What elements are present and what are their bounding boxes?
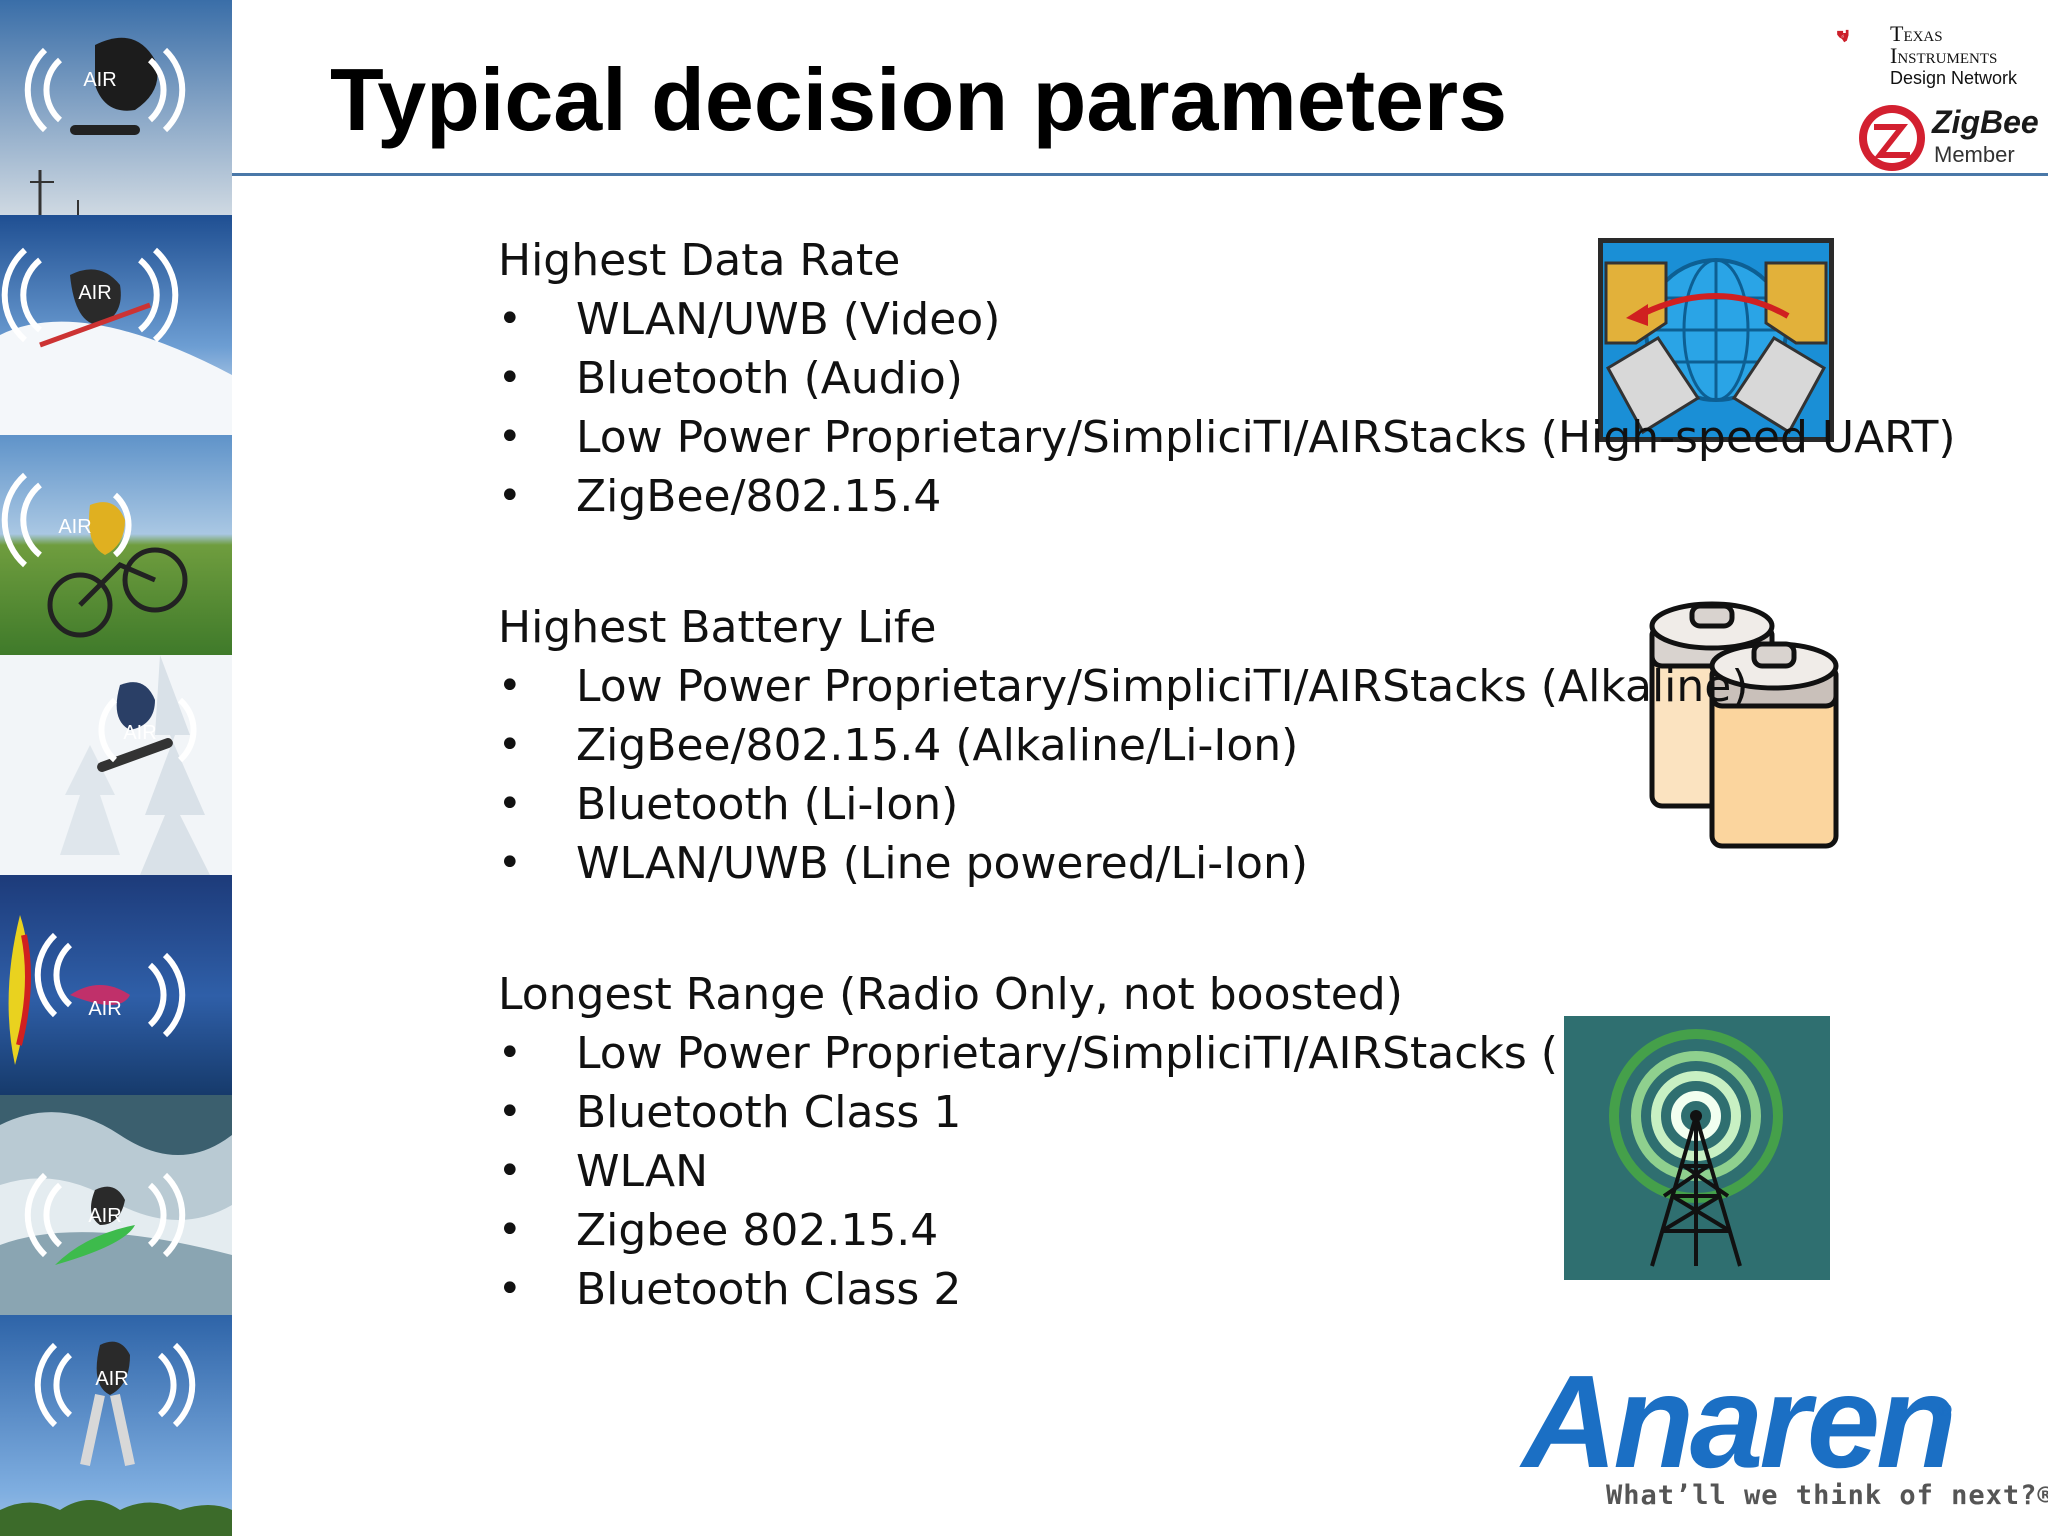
svg-text:ti: ti [1841,33,1844,38]
strip-photo-surfer: AIR [0,1095,232,1315]
bullet-icon: • [498,722,522,768]
bullet-icon: • [498,296,522,342]
list-item: • Bluetooth Class 1 [498,1083,1558,1142]
bullet-icon: • [498,1030,522,1076]
bullet-icon: • [498,1148,522,1194]
photo-strip: AIR AIR A [0,0,232,1536]
list-item-text: ZigBee/802.15.4 (Alkaline/Li-Ion) [576,720,1299,771]
list-item-text: WLAN/UWB (Video) [576,294,1001,345]
bullet-icon: • [498,1089,522,1135]
ti-design-network: Design Network [1890,68,2018,88]
strip-photo-snowboarder: AIR [0,655,232,875]
radio-tower-icon [1564,1016,1830,1280]
anaren-tagline: What’ll we think of next?® [1606,1480,2048,1511]
slide-title: Typical decision parameters [330,50,1508,149]
list-item-text: WLAN [576,1146,709,1197]
bullet-list: • Low Power Proprietary/SimpliciTI/AIRSta… [498,1024,1558,1319]
list-item: • Low Power Proprietary/SimpliciTI/AIRSta… [498,1024,1558,1083]
strip-photo-biker: AIR [0,435,232,655]
network-transfer-icon [1598,238,1834,442]
strip-badge-text: AIR [78,282,111,304]
list-item: • Zigbee 802.15.4 [498,1201,1558,1260]
strip-photo-windsurfer: AIR [0,875,232,1095]
bullet-icon: • [498,1207,522,1253]
ti-logo-icon: ti [1837,29,1849,43]
list-item: • Low Power Proprietary/SimpliciTI/AIRSta… [498,657,1749,716]
strip-photo-skateboarder: AIR [0,0,232,215]
zigbee-logo-icon [1859,105,1925,171]
bullet-icon: • [498,473,522,519]
bullet-icon: • [498,355,522,401]
title-divider [232,173,2048,176]
anaren-registered-mark: ® [1936,1400,1954,1421]
bullet-list: • WLAN/UWB (Video) • Bluetooth (Audio) • Lo… [498,290,1956,526]
bullet-list: • Low Power Proprietary/SimpliciTI/AIRSta… [498,657,1749,893]
list-item: • Bluetooth Class 2 [498,1260,1558,1319]
bullet-icon: • [498,781,522,827]
ti-brand-line1: Texas [1890,21,1943,46]
list-item-text: ZigBee/802.15.4 [576,471,942,522]
list-item: • ZigBee/802.15.4 (Alkaline/Li-Ion) [498,716,1749,775]
list-item-text: Low Power Proprietary/SimpliciTI/AIRStac… [576,412,1956,463]
bullet-icon: • [498,414,522,460]
list-item: • Low Power Proprietary/SimpliciTI/AIRSta… [498,408,1956,467]
list-item-text: Low Power Proprietary/SimpliciTI/AIRStac… [576,661,1749,712]
list-item: • Bluetooth (Li-Ion) [498,775,1749,834]
ti-brand-line2: Instruments [1890,43,1998,68]
strip-badge-text: AIR [58,516,91,538]
list-item: • WLAN/UWB (Line powered/Li-Ion) [498,834,1749,893]
list-item-text: Bluetooth Class 1 [576,1087,962,1138]
strip-badge-text: AIR [123,722,156,744]
section-data-rate: Highest Data Rate • WLAN/UWB (Video) • Blu… [498,231,1956,526]
strip-badge-text: AIR [88,1205,121,1227]
strip-badge-text: AIR [95,1368,128,1390]
list-item-text: Low Power Proprietary/SimpliciTI/AIRStac… [576,1028,1558,1079]
strip-badge-text: AIR [83,69,116,91]
list-item: • WLAN/UWB (Video) [498,290,1956,349]
section-heading: Highest Data Rate [498,235,901,286]
section-heading: Highest Battery Life [498,602,937,653]
list-item-text: Bluetooth Class 2 [576,1264,962,1315]
list-item: • ZigBee/802.15.4 [498,467,1956,526]
battery-icon [1649,601,1839,849]
strip-photo-skier: AIR [0,215,232,435]
zigbee-name: ZigBee [1932,104,2039,140]
list-item-text: Bluetooth (Li-Ion) [576,779,959,830]
bullet-icon: • [498,1266,522,1312]
anaren-logo: Anaren [1522,1348,1957,1495]
section-range: Longest Range (Radio Only, not boosted) … [498,965,1558,1319]
bullet-icon: • [498,840,522,886]
list-item: • WLAN [498,1142,1558,1201]
section-battery-life: Highest Battery Life • Low Power Propriet… [498,598,1749,893]
strip-badge-text: AIR [88,998,121,1020]
zigbee-member: Member [1934,142,2015,167]
list-item: • Bluetooth (Audio) [498,349,1956,408]
list-item-text: WLAN/UWB (Line powered/Li-Ion) [576,838,1309,889]
list-item-text: Bluetooth (Audio) [576,353,963,404]
bullet-icon: • [498,663,522,709]
list-item-text: Zigbee 802.15.4 [576,1205,939,1256]
section-heading: Longest Range (Radio Only, not boosted) [498,969,1403,1020]
strip-photo-skater: AIR [0,1315,232,1536]
